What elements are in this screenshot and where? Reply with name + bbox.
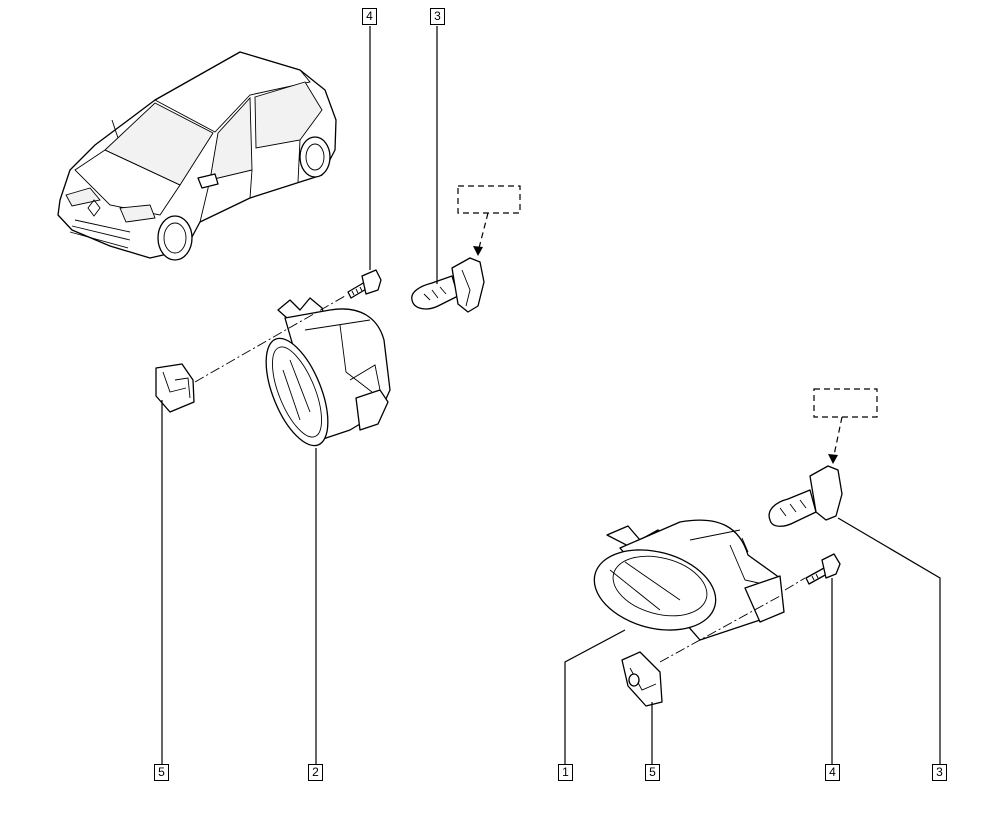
callout-right-clip: 5 — [645, 764, 660, 781]
car-illustration — [57, 51, 337, 261]
callout-left-lamp: 2 — [308, 764, 323, 781]
right-bulb — [768, 465, 843, 527]
callout-right-screw: 4 — [825, 764, 840, 781]
right-fog-lamp — [593, 519, 785, 641]
left-fog-lamp — [265, 297, 391, 447]
callout-right-lamp: 1 — [558, 764, 573, 781]
callout-left-screw: 4 — [362, 8, 377, 25]
right-clip-axis-line — [659, 595, 781, 663]
right-lamp-leader — [564, 629, 626, 765]
right-bulb-reference-box — [813, 388, 878, 418]
left-bulb-arrowhead — [473, 246, 483, 256]
right-bulb-leader — [837, 517, 941, 765]
right-bulb-reference-arrow — [832, 416, 843, 461]
right-clip — [621, 651, 663, 707]
left-bulb-reference-box — [457, 185, 521, 214]
left-assembly-axis-line — [194, 295, 346, 383]
left-clip — [155, 363, 195, 413]
right-screw — [805, 553, 841, 585]
left-screw — [347, 269, 382, 299]
right-screw-axis-line — [784, 577, 806, 591]
left-bulb-reference-arrow — [477, 212, 489, 253]
callout-right-bulb: 3 — [932, 764, 947, 781]
callout-left-clip: 5 — [154, 764, 169, 781]
callout-left-bulb: 3 — [430, 8, 445, 25]
left-bulb — [411, 257, 485, 313]
right-bulb-arrowhead — [828, 454, 838, 464]
